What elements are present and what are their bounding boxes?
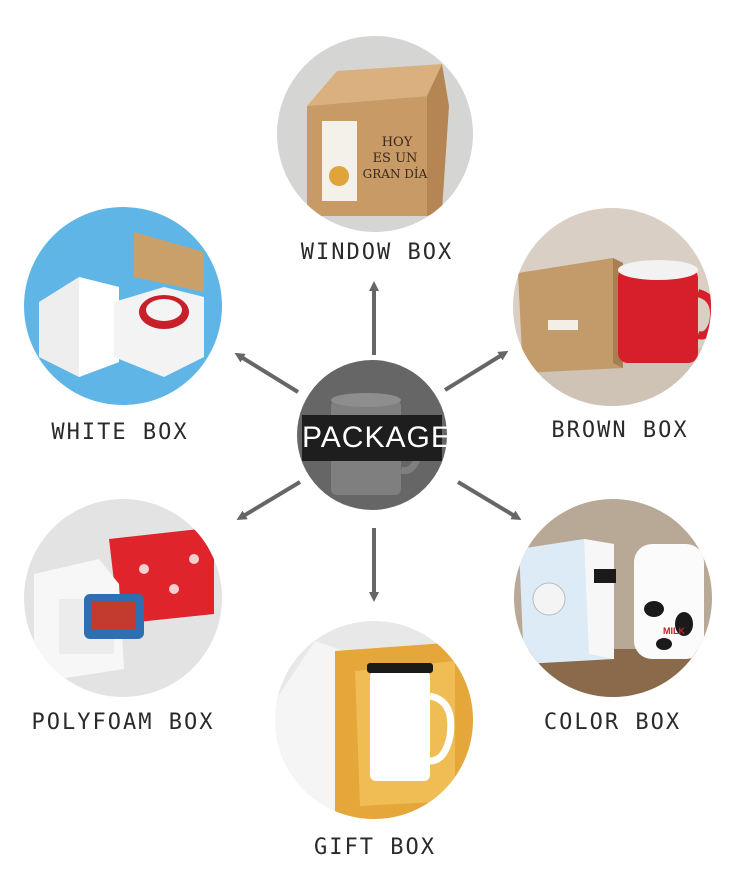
node-white-label: WHITE BOX [51, 420, 189, 445]
node-brown-label: BROWN BOX [551, 418, 689, 443]
node-color-image[interactable]: MILK [514, 499, 712, 697]
node-polyfoam-label: POLYFOAM BOX [31, 710, 215, 735]
node-window-image[interactable]: HOY ES UN GRAN DÍA [277, 36, 473, 232]
arrow-to-color [456, 480, 522, 521]
node-polyfoam-image[interactable] [24, 499, 222, 697]
node-window-label: WINDOW BOX [300, 240, 454, 265]
center-label: PACKAGE [302, 415, 451, 461]
node-brown-image[interactable] [513, 208, 711, 406]
svg-text:HOY: HOY [382, 135, 413, 150]
arrow-to-white [234, 352, 300, 394]
node-color-label: COLOR BOX [543, 710, 682, 735]
svg-text:MILK: MILK [663, 626, 685, 636]
node-gift-label: GIFT BOX [314, 835, 436, 860]
node-gift-image[interactable] [275, 621, 473, 819]
node-white-image[interactable] [24, 207, 222, 405]
svg-text:ES UN: ES UN [373, 151, 418, 166]
arrow-to-brown [443, 350, 509, 392]
arrow-to-polyfoam [236, 480, 302, 521]
svg-text:GRAN DÍA: GRAN DÍA [363, 166, 428, 181]
